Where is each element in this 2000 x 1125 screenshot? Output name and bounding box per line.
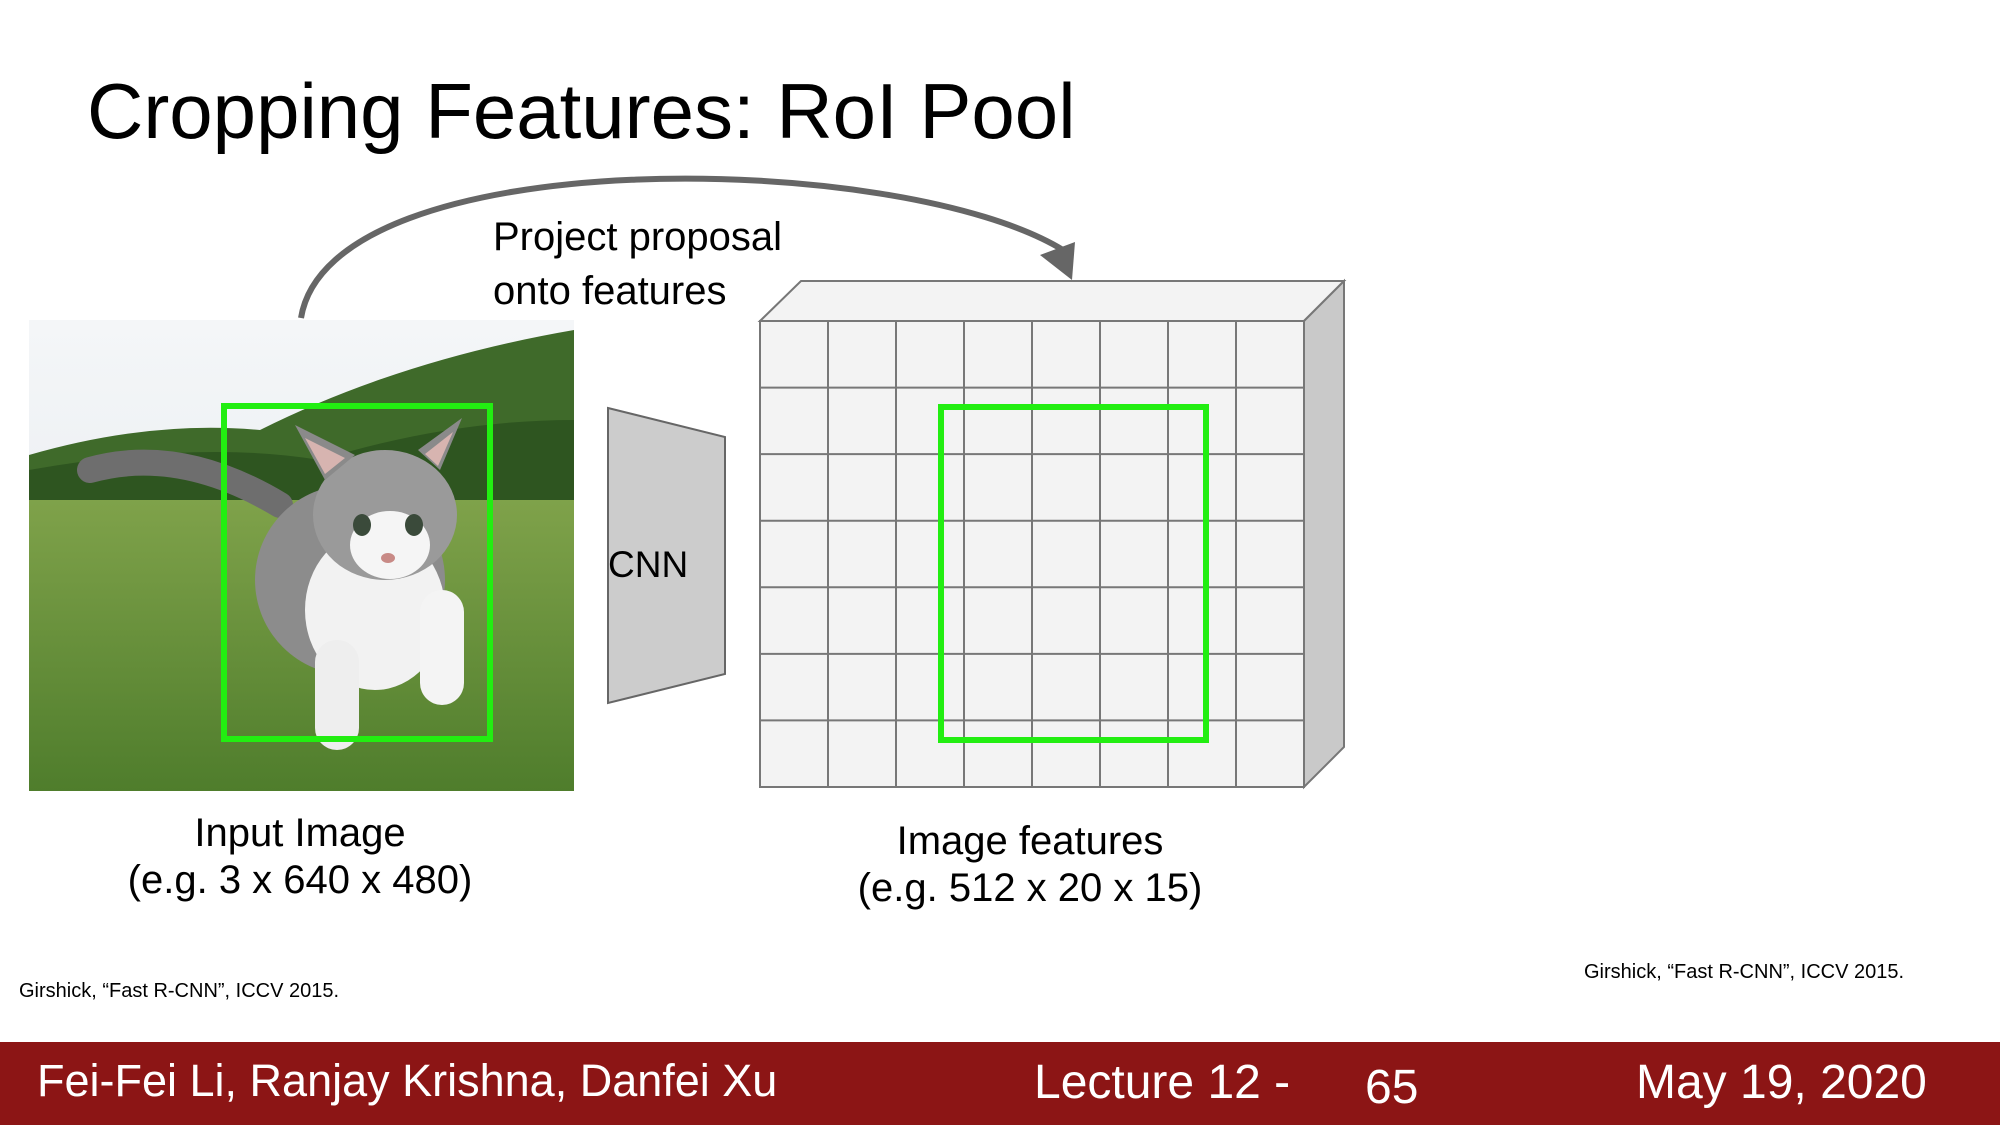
citation-left: Girshick, “Fast R-CNN”, ICCV 2015.: [19, 980, 340, 1002]
input-image-label-line2: (e.g. 3 x 640 x 480): [127, 858, 473, 903]
features-label: Image features (e.g. 512 x 20 x 15): [830, 818, 1230, 912]
input-image-label: Input Image (e.g. 3 x 640 x 480): [100, 810, 500, 904]
footer-date: May 19, 2020: [1636, 1056, 1927, 1109]
projection-label: Project proposal onto features: [493, 210, 782, 318]
kitten-tail: [77, 449, 293, 518]
feature-grid: [760, 321, 1304, 787]
projection-label-line2: onto features: [493, 269, 727, 313]
feature-volume-side: [1303, 278, 1345, 790]
input-image: [29, 320, 574, 791]
footer-lecture: Lecture 12 -: [1034, 1056, 1291, 1109]
input-image-label-line1: Input Image: [194, 811, 406, 855]
projection-arrow-head: [1040, 242, 1075, 280]
projection-label-line1: Project proposal: [493, 215, 783, 259]
feature-volume-top: [757, 280, 1347, 322]
footer-bar: [0, 1042, 2000, 1125]
slide-title: Cropping Features: RoI Pool: [87, 67, 1076, 155]
feature-proposal-box: [938, 404, 1209, 743]
cnn-label: CNN: [608, 544, 689, 585]
footer-page-number: 65: [1365, 1061, 1419, 1114]
feature-volume: [757, 278, 1347, 790]
footer-authors: Fei-Fei Li, Ranjay Krishna, Danfei Xu: [37, 1055, 778, 1106]
features-label-line1: Image features: [896, 819, 1164, 863]
cnn-block: [607, 406, 726, 705]
input-proposal-box: [221, 403, 493, 742]
citation-right: Girshick, “Fast R-CNN”, ICCV 2015.: [1584, 961, 1905, 983]
features-label-line2: (e.g. 512 x 20 x 15): [857, 866, 1203, 911]
projection-arrow: [298, 175, 1065, 319]
